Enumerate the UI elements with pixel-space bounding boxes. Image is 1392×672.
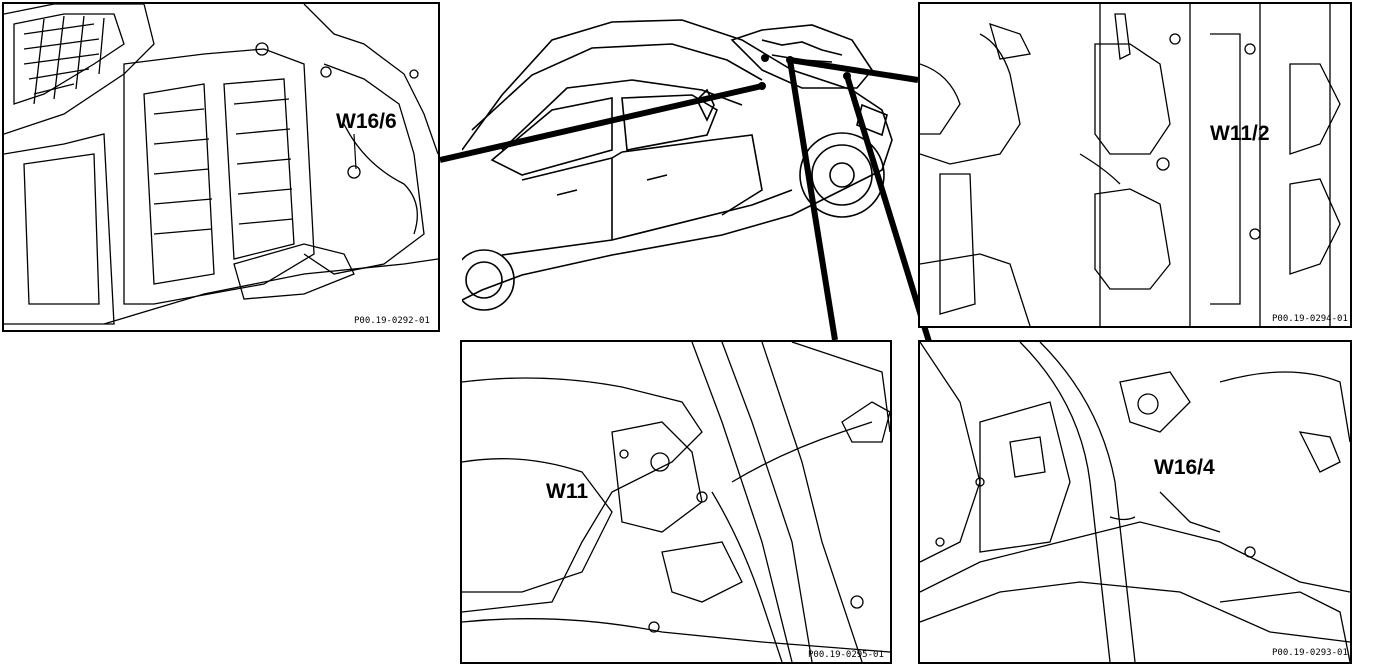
callout-label-w16-6: W16/6	[336, 110, 397, 133]
callout-label-w11-2: W11/2	[1210, 122, 1270, 145]
callout-label-w16-4: W16/4	[1154, 456, 1215, 479]
detail-panel-top-left: W16/6 P00.19-0292-01	[2, 2, 440, 332]
car-overview-illustration	[462, 19, 893, 311]
detail-panel-top-right: W11/2 P00.19-0294-01	[918, 2, 1352, 328]
ground-point-w16-4-drawing	[920, 342, 1350, 662]
figure-reference-number: P00.19-0295-01	[808, 650, 884, 660]
figure-reference-number: P00.19-0292-01	[354, 316, 430, 326]
figure-reference-number: P00.19-0294-01	[1272, 314, 1348, 324]
ground-point-w11-drawing	[462, 342, 890, 662]
engine-bay-detail-drawing	[4, 4, 438, 325]
relay-mount-detail-drawing	[920, 4, 1341, 326]
callout-label-w11: W11	[546, 480, 589, 503]
detail-panel-bottom-right: W16/4 P00.19-0293-01	[918, 340, 1352, 664]
figure-reference-number: P00.19-0293-01	[1272, 648, 1348, 658]
detail-panel-bottom-center: W11 P00.19-0295-01	[460, 340, 892, 664]
